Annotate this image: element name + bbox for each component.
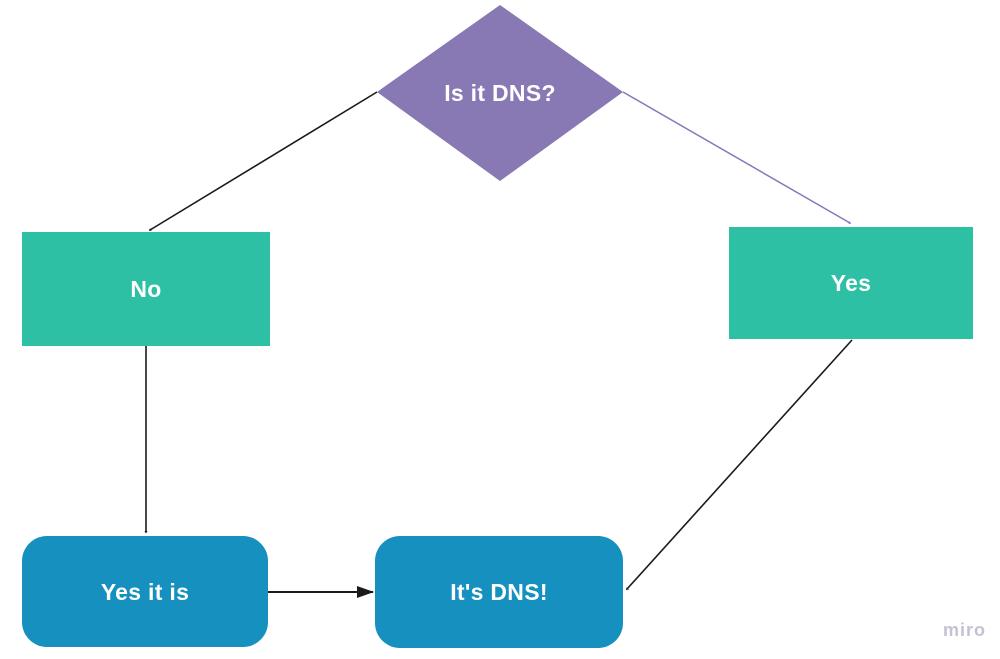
node-yes[interactable]: Yes (729, 227, 973, 339)
connector-decision-to-yes[interactable] (622, 91, 850, 223)
node-its-dns[interactable]: It's DNS! (375, 536, 623, 648)
its-dns-label: It's DNS! (450, 579, 548, 605)
node-no[interactable]: No (22, 232, 270, 346)
no-box-shape[interactable] (22, 232, 270, 346)
connector-yes-to-its-dns[interactable] (627, 339, 853, 589)
node-decision[interactable]: Is it DNS? (377, 5, 623, 181)
yes-it-is-label: Yes it is (101, 579, 189, 605)
decision-diamond-shape[interactable] (377, 5, 623, 181)
its-dns-box-shape[interactable] (375, 536, 623, 648)
decision-label: Is it DNS? (444, 80, 556, 106)
miro-watermark: miro (942, 620, 986, 640)
no-label: No (130, 276, 161, 302)
yes-box-shape[interactable] (729, 227, 973, 339)
yes-label: Yes (831, 270, 872, 296)
connector-decision-to-no[interactable] (150, 91, 378, 230)
yes-it-is-box-shape[interactable] (22, 536, 268, 647)
node-yes-it-is[interactable]: Yes it is (22, 536, 268, 647)
